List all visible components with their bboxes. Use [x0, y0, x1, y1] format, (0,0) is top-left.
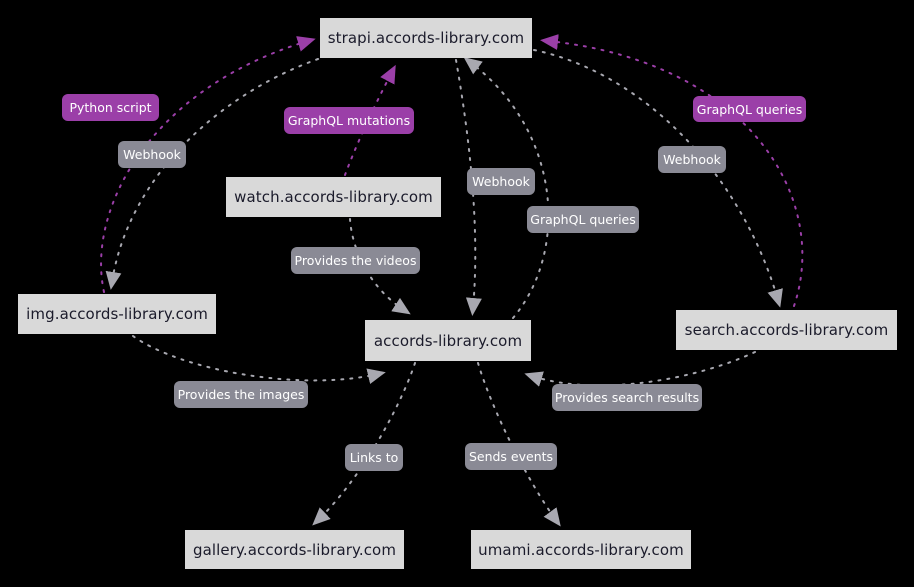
edge-strapi-to-search	[533, 49, 783, 308]
node-label: umami.accords-library.com	[478, 540, 684, 559]
edge-main-to-umami	[477, 362, 561, 527]
node-gallery[interactable]: gallery.accords-library.com	[185, 530, 404, 569]
node-label: img.accords-library.com	[26, 305, 208, 323]
edge-label-webhook-search: Webhook	[658, 146, 726, 173]
edge-label-text: Python script	[69, 100, 152, 115]
edge-label-text: Links to	[349, 450, 399, 465]
edge-watch-to-main	[349, 218, 411, 315]
edge-label-text: Webhook	[663, 152, 721, 167]
edge-main-to-strapi	[463, 57, 550, 319]
edge-search-to-strapi	[540, 34, 804, 307]
edge-label-links-to: Links to	[345, 444, 403, 471]
edge-label-provides-search-results: Provides search results	[552, 384, 702, 411]
edge-label-text: Webhook	[472, 174, 530, 189]
edge-label-text: GraphQL queries	[530, 212, 636, 227]
edge-label-text: GraphQL mutations	[287, 113, 411, 128]
node-img[interactable]: img.accords-library.com	[18, 294, 216, 334]
edge-label-webhook-center: Webhook	[467, 168, 535, 195]
edge-label-graphql-queries-strapi: GraphQL queries	[527, 206, 639, 233]
node-label: accords-library.com	[373, 331, 523, 350]
node-search[interactable]: search.accords-library.com	[676, 310, 897, 350]
edge-label-sends-events: Sends events	[465, 443, 557, 470]
edge-strapi-to-img	[105, 58, 319, 290]
edge-label-text: Sends events	[468, 449, 554, 464]
edge-label-graphql-queries-search: GraphQL queries	[693, 96, 806, 122]
edge-search-to-main	[524, 351, 756, 387]
node-label: search.accords-library.com	[684, 321, 889, 339]
edge-label-provides-images: Provides the images	[174, 381, 308, 408]
edge-img-to-strapi	[100, 36, 316, 293]
node-label: gallery.accords-library.com	[192, 540, 397, 559]
edge-img-to-main	[132, 335, 386, 385]
edge-main-to-gallery	[312, 362, 416, 526]
edge-label-graphql-mutations: GraphQL mutations	[284, 107, 414, 134]
edge-label-provides-videos: Provides the videos	[291, 247, 420, 274]
edge-label-python-script: Python script	[62, 94, 159, 121]
node-label: strapi.accords-library.com	[327, 29, 525, 47]
node-umami[interactable]: umami.accords-library.com	[471, 530, 691, 569]
node-strapi[interactable]: strapi.accords-library.com	[320, 18, 532, 58]
edge-label-text: Provides the videos	[294, 253, 417, 268]
edge-label-text: Webhook	[123, 147, 181, 162]
edge-label-webhook-img: Webhook	[118, 141, 186, 168]
edge-label-text: GraphQL queries	[696, 101, 803, 117]
edge-label-text: Provides the images	[177, 387, 305, 402]
node-watch[interactable]: watch.accords-library.com	[226, 177, 441, 217]
node-accords-library[interactable]: accords-library.com	[365, 320, 531, 361]
edge-watch-to-strapi	[344, 64, 396, 176]
node-label: watch.accords-library.com	[234, 188, 433, 206]
edge-label-text: Provides search results	[554, 390, 700, 405]
